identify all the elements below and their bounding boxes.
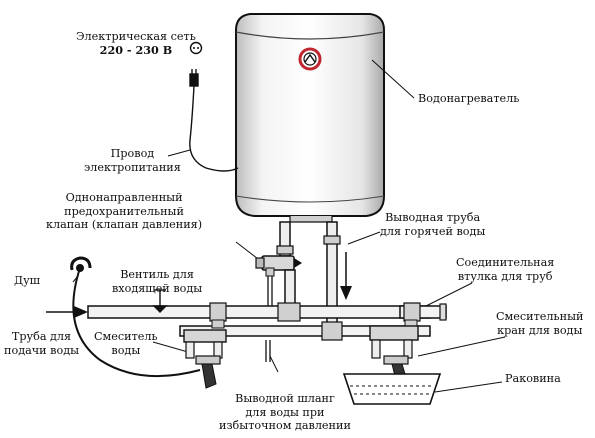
hot-distribution-pipe	[179, 319, 431, 341]
water-heater-tank	[235, 13, 385, 223]
safety-valve	[255, 255, 302, 277]
mains-label-line1: Электрическая сеть	[76, 30, 196, 43]
flow-down-arrow	[340, 252, 352, 300]
cable-label: Провод электропитания	[84, 147, 181, 174]
mix-tap-label: Смесительный кран для воды	[496, 310, 583, 337]
hot-outlet-label-line1: Выводная труба	[385, 211, 481, 224]
inlet-valve-label-line1: Вентиль для	[120, 268, 194, 281]
supply-pipe-label-line1: Труба для	[11, 330, 72, 343]
shower-mixer	[183, 329, 227, 389]
safety-valve-label: Однонаправленный предохранительный клапа…	[46, 191, 202, 232]
drain-hose-label-line2: для воды при	[245, 405, 325, 419]
mixer-label-line2: воды	[111, 343, 141, 357]
cold-supply-pipe	[87, 303, 447, 321]
hot-outlet-label-line2: для горячей воды	[380, 224, 486, 238]
safety-valve-label-line2: предохранительный	[64, 204, 184, 218]
brand-logo-icon	[298, 47, 322, 71]
inlet-pipe-to-tank	[276, 221, 294, 257]
mains-label-line2: 220 - 230 В	[99, 42, 173, 57]
inlet-valve-label-line2: входящей воды	[112, 281, 203, 295]
shower-label: Душ	[14, 274, 41, 287]
cable-label-line1: Провод	[110, 147, 155, 160]
inlet-flow-arrow	[46, 306, 88, 318]
drain-hose	[265, 276, 273, 362]
supply-tee-fittings	[209, 302, 421, 322]
mix-tap-label-line2: кран для воды	[497, 323, 583, 337]
coupling-label-line2: втулка для труб	[457, 269, 553, 283]
shower-head-icon	[70, 256, 201, 378]
inlet-valve-icon	[152, 289, 168, 313]
safety-valve-label-line3: клапан (клапан давления)	[46, 218, 203, 231]
mix-tap-label-line1: Смесительный	[496, 310, 584, 323]
mains-label: Электрическая сеть 220 - 230 В	[76, 30, 196, 57]
coupling-label-line1: Соединительная	[456, 256, 555, 269]
safety-valve-label-line1: Однонаправленный	[65, 191, 183, 204]
inlet-valve-label: Вентиль для входящей воды	[112, 268, 202, 295]
hot-outlet-label: Выводная труба для горячей воды	[380, 211, 485, 238]
coupling-label: Соединительная втулка для труб	[456, 256, 554, 283]
mixer-label-line1: Смеситель	[94, 330, 158, 343]
power-socket-icon	[189, 41, 203, 55]
sink-basin	[342, 373, 442, 405]
drain-hose-label-line1: Выводной шланг	[235, 392, 335, 405]
drain-hose-label-line3: избыточном давлении	[219, 419, 351, 432]
supply-pipe-label-line2: подачи воды	[4, 343, 79, 357]
supply-pipe-label: Труба для подачи воды	[4, 330, 79, 357]
cable-label-line2: электропитания	[84, 160, 181, 174]
heater-label: Водонагреватель	[418, 92, 520, 105]
mixer-label: Смеситель воды	[94, 330, 158, 357]
drain-hose-label: Выводной шланг для воды при избыточном д…	[219, 392, 351, 433]
power-cable	[189, 69, 239, 172]
sink-label: Раковина	[505, 372, 561, 385]
